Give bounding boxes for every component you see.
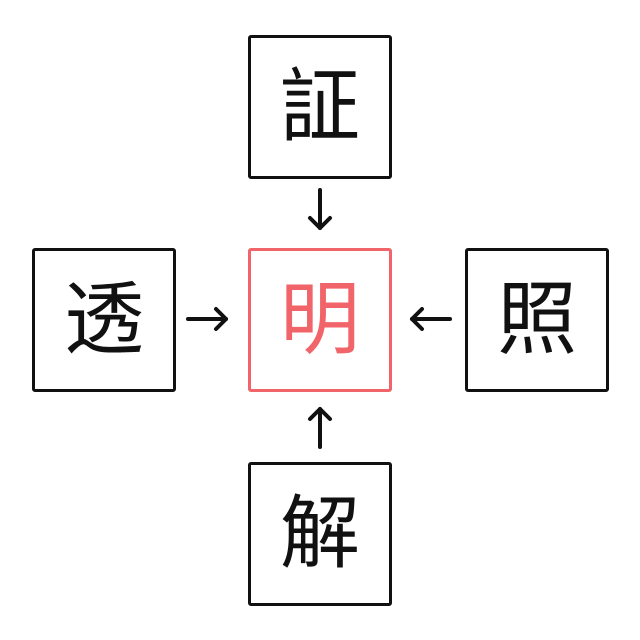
clue-box-right: 照	[465, 248, 609, 392]
clue-kanji-top: 証	[280, 60, 360, 153]
arrow-left-icon	[410, 307, 452, 331]
clue-kanji-left: 透	[64, 273, 144, 366]
arrow-up-icon	[308, 407, 332, 449]
clue-box-left: 透	[32, 248, 176, 392]
clue-kanji-right: 照	[497, 273, 577, 366]
answer-box-center: 明	[248, 248, 392, 392]
clue-box-top: 証	[248, 35, 392, 179]
arrow-down-icon	[308, 188, 332, 230]
answer-kanji: 明	[280, 273, 360, 366]
clue-box-bottom: 解	[248, 462, 392, 606]
arrow-right-icon	[186, 307, 228, 331]
clue-kanji-bottom: 解	[280, 487, 360, 580]
